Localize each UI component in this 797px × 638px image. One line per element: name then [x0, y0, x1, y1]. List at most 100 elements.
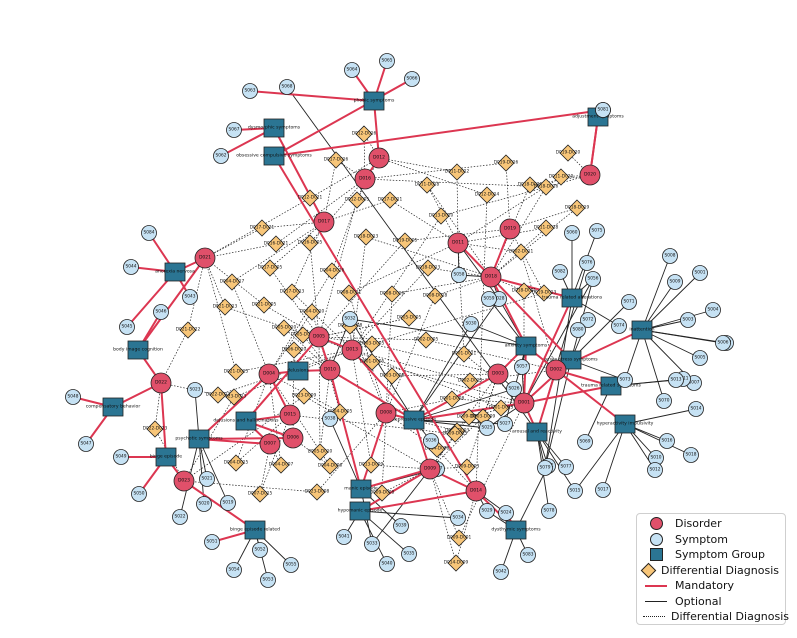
symptom-node: [463, 316, 479, 332]
symptom-group-label: dysthymic symptoms: [491, 527, 541, 533]
differential-edge: [425, 339, 557, 371]
differential-diagnosis-node: [443, 390, 461, 408]
symptom-node: [172, 509, 188, 525]
differential-edge: [458, 402, 525, 539]
symptom-node: [451, 267, 467, 283]
symptom-label: S047: [81, 441, 92, 447]
disorder-label: D001: [518, 400, 530, 406]
symptom-label: S058: [454, 272, 465, 278]
symptom-node: [595, 482, 611, 498]
differential-edge: [457, 242, 522, 253]
symptom-label: S014: [691, 406, 702, 412]
symptom-group-label: hyperactivity impulsivity: [597, 421, 654, 427]
symptom-label: S012: [650, 467, 661, 473]
differential-diagnosis-node: [227, 363, 245, 381]
differential-diagnosis-label: D002-D005: [414, 337, 439, 343]
dot-swatch: [643, 616, 665, 618]
legend-swatch: [641, 562, 657, 579]
differential-edge: [269, 221, 325, 269]
optional-edge: [570, 301, 630, 361]
differential-edge: [323, 159, 337, 223]
symptom-node: [379, 53, 395, 69]
symptom-label: S018: [686, 452, 697, 458]
optional-edge: [544, 297, 573, 469]
differential-edge: [429, 468, 457, 564]
differential-diagnosis-node: [455, 345, 473, 363]
disorder-node: [487, 363, 509, 385]
symptom-label: S022: [175, 514, 186, 520]
symptom-group-node: [561, 288, 583, 308]
differential-diagnosis-node: [450, 529, 468, 547]
optional-edge: [641, 272, 701, 331]
differential-edge: [224, 306, 353, 351]
differential-diagnosis-label: D017-D021: [250, 225, 275, 231]
differential-edge: [371, 361, 525, 404]
differential-diagnosis-label: D018-D001: [512, 288, 537, 294]
optional-edge: [574, 423, 626, 492]
differential-edge: [351, 292, 545, 351]
symptom-label: S024: [501, 510, 512, 516]
symptom-node: [113, 449, 129, 465]
symptom-label: S003: [683, 317, 694, 323]
differential-diagnosis-node: [400, 309, 418, 327]
differential-diagnosis-node: [308, 483, 326, 501]
differential-edge: [385, 295, 436, 414]
symptom-node: [481, 291, 497, 307]
differential-diagnosis-node: [146, 420, 164, 438]
differential-edge: [429, 433, 456, 470]
differential-diagnosis-node: [275, 319, 293, 337]
legend-swatch: [643, 610, 665, 624]
differential-diagnosis-node: [216, 298, 234, 316]
differential-edge: [204, 243, 277, 259]
symptom-node: [65, 389, 81, 405]
symptom-group-node: [631, 320, 653, 340]
symptom-label: S051: [207, 539, 218, 545]
differential-edge: [456, 171, 459, 244]
differential-diagnosis-node: [446, 425, 464, 443]
symptom-node: [595, 102, 611, 118]
differential-edge: [509, 207, 578, 230]
differential-edge: [303, 395, 431, 470]
symptom-node: [680, 312, 696, 328]
symptom-label: S010: [651, 455, 662, 461]
legend-item-disorder: Disorder: [643, 516, 779, 532]
mandatory-edge: [198, 373, 270, 440]
symptom-node: [715, 335, 731, 351]
differential-edge: [365, 236, 492, 278]
symptom-group-node: [560, 350, 582, 370]
symptom-label: S043: [185, 294, 196, 300]
symptom-group-label: adjustment symptoms: [572, 114, 624, 120]
optional-edge: [349, 318, 527, 347]
symptom-group-node: [349, 501, 371, 521]
differential-diagnosis-node: [363, 353, 381, 371]
optional-edge: [349, 318, 415, 421]
disorder-node: [354, 168, 376, 190]
differential-edge: [183, 480, 318, 493]
symptom-label: S082: [555, 269, 566, 275]
symptom-group-node: [287, 361, 309, 381]
differential-edge: [429, 468, 460, 539]
differential-diagnosis-node: [559, 144, 577, 162]
symptom-label: S007: [689, 380, 700, 386]
differential-diagnosis-label: D014-D008: [425, 446, 450, 452]
symptom-label: S026: [509, 386, 520, 392]
disorder-node: [194, 247, 216, 269]
differential-edge: [261, 221, 325, 229]
legend-label: Disorder: [675, 517, 722, 531]
differential-edge: [291, 221, 325, 293]
symptom-node: [379, 556, 395, 572]
symptom-label: S023: [190, 387, 201, 393]
symptom-label: S069: [580, 439, 591, 445]
differential-diagnosis-node: [267, 235, 285, 253]
differential-edge: [364, 162, 507, 180]
differential-diagnosis-node: [418, 176, 436, 194]
symptom-label: S054: [229, 567, 240, 573]
differential-diagnosis-label: D001-D008: [440, 396, 465, 402]
differential-diagnosis-node: [251, 485, 269, 503]
symptom-node: [204, 534, 220, 550]
symptom-node: [479, 503, 495, 519]
differential-diagnosis-label: D009-D008: [370, 490, 395, 496]
differential-diagnosis-label: D022-D013: [206, 392, 231, 398]
differential-edge: [316, 412, 387, 493]
optional-edge: [359, 510, 459, 519]
